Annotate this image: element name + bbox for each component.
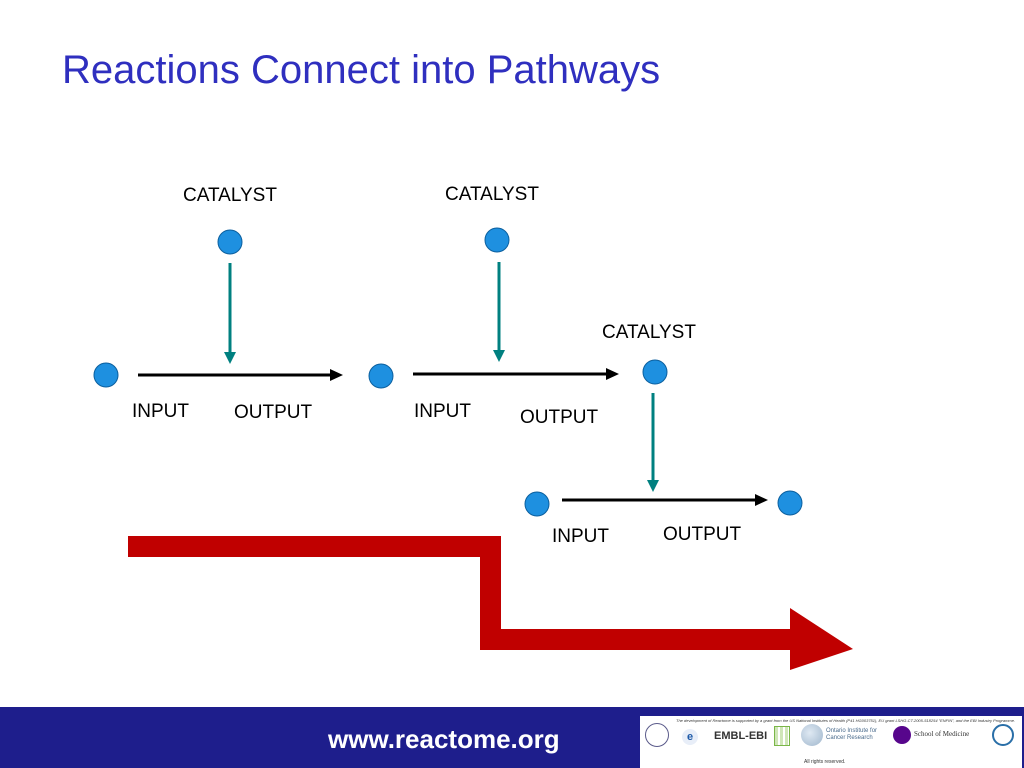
input-label-1: INPUT — [132, 401, 189, 422]
input-label-3: INPUT — [552, 526, 609, 547]
catalyst-arrowhead-3 — [647, 480, 659, 492]
catalyst-label-1: CATALYST — [183, 185, 277, 206]
reaction-pathway-diagram: CATALYST CATALYST CATALYST INPUT OUTPUT … — [93, 184, 853, 670]
rights-notice: All rights reserved. — [804, 759, 846, 765]
nyu-torch-icon — [893, 726, 911, 744]
output-label-1: OUTPUT — [234, 402, 313, 423]
pathway-arrow — [128, 536, 853, 670]
reaction-arrowhead-3 — [755, 494, 768, 506]
intermediate-node-2 — [524, 491, 550, 517]
reaction-arrowhead-1 — [330, 369, 343, 381]
oicr-globe-icon — [801, 724, 823, 746]
sponsor-logos-panel: The development of Reactome is supported… — [640, 716, 1022, 768]
catalyst-arrowhead-2 — [493, 350, 505, 362]
output-node-3 — [777, 490, 803, 516]
catalyst-node-3 — [642, 359, 668, 385]
embl-ebi-logo: EMBL-EBI — [714, 730, 768, 742]
intermediate-node-1 — [368, 363, 394, 389]
eu-e-logo: e — [682, 729, 698, 745]
catalyst-node-1 — [217, 229, 243, 255]
output-label-3: OUTPUT — [663, 524, 742, 545]
funding-note: The development of Reactome is supported… — [676, 718, 1016, 723]
catalyst-node-2 — [484, 227, 510, 253]
input-node-1 — [93, 362, 119, 388]
nyu-school-of-medicine-logo: School of Medicine — [914, 730, 970, 738]
input-label-2: INPUT — [414, 401, 471, 422]
catalyst-label-3: CATALYST — [602, 322, 696, 343]
nih-seal-logo — [645, 723, 669, 747]
output-label-2: OUTPUT — [520, 407, 599, 428]
oicr-logo: Ontario Institute for Cancer Research — [826, 728, 878, 741]
footer-bar: www.reactome.org The development of Reac… — [0, 707, 1024, 768]
catalyst-label-2: CATALYST — [445, 184, 539, 205]
catalyst-arrowhead-1 — [224, 352, 236, 364]
slide-title: Reactions Connect into Pathways — [62, 48, 661, 92]
reactome-url-link[interactable]: www.reactome.org — [328, 724, 560, 754]
reaction-arrowhead-2 — [606, 368, 619, 380]
cshl-seal-logo — [992, 724, 1014, 746]
embl-ebi-mark-icon — [774, 726, 790, 746]
